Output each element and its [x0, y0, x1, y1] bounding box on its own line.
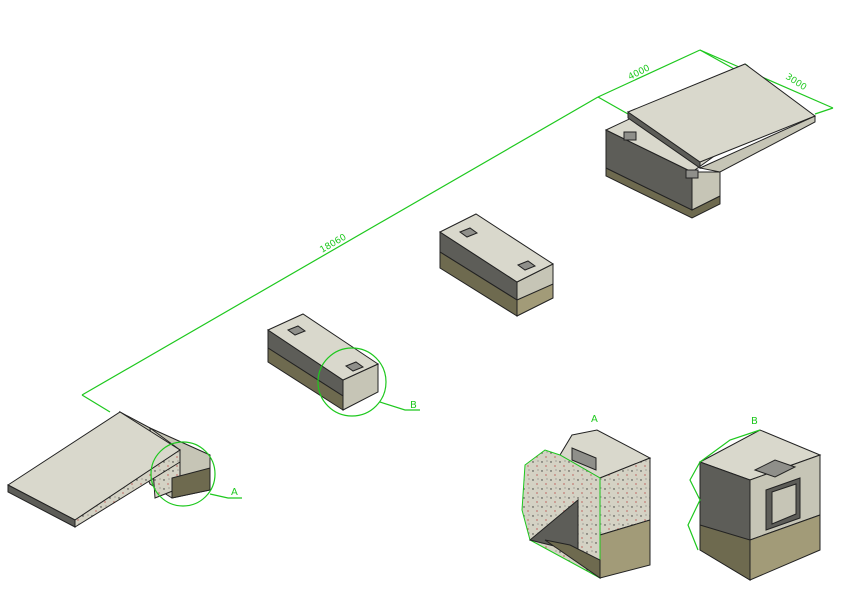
detail-a-view: A [521, 414, 652, 579]
detail-b-label: B [751, 416, 758, 427]
detail-b-view: B [687, 416, 822, 581]
pier-block-middle [438, 213, 555, 317]
bearing-pad [623, 131, 637, 141]
bearing-pad [685, 169, 699, 179]
detail-a-callout-circle [150, 441, 216, 507]
detail-a-label: A [591, 414, 598, 425]
detail-b-callout-circle [317, 347, 387, 417]
pier-block-left: B [266, 313, 420, 417]
dimension-slab-length-label: 4000 [627, 63, 652, 82]
callout-a-label: A [231, 487, 238, 498]
dimension-slab-width-label: 3000 [783, 72, 808, 93]
abutment-right [604, 63, 817, 219]
callout-b-label: B [410, 400, 417, 411]
abutment-left: A [7, 410, 242, 528]
